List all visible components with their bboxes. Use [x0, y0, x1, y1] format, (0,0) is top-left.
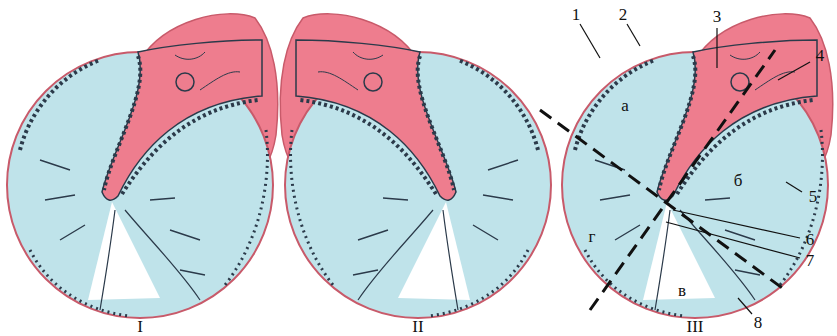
quadrant-letter: г	[589, 228, 596, 245]
quadrant-lines	[540, 50, 785, 310]
callout-number: 8	[754, 314, 763, 331]
callout-number: 5	[809, 188, 818, 205]
quadrant-letter: в	[678, 282, 686, 299]
figure-number: II	[412, 318, 423, 335]
eardrum-right	[7, 14, 278, 318]
leader-lines	[580, 24, 810, 314]
callout-number: 6	[806, 231, 815, 248]
eardrum-quadrants	[562, 14, 833, 318]
quadrant-letter: б	[734, 172, 743, 189]
callout-number: 4	[816, 47, 825, 64]
figure-number: III	[687, 318, 704, 335]
eardrum-left	[280, 14, 551, 318]
quadrant-letter: а	[621, 97, 629, 114]
callout-number: 3	[713, 8, 722, 25]
callout-number: 1	[572, 6, 581, 23]
figure-number: I	[137, 318, 143, 335]
callout-number: 7	[806, 252, 815, 269]
callout-number: 2	[619, 6, 628, 23]
